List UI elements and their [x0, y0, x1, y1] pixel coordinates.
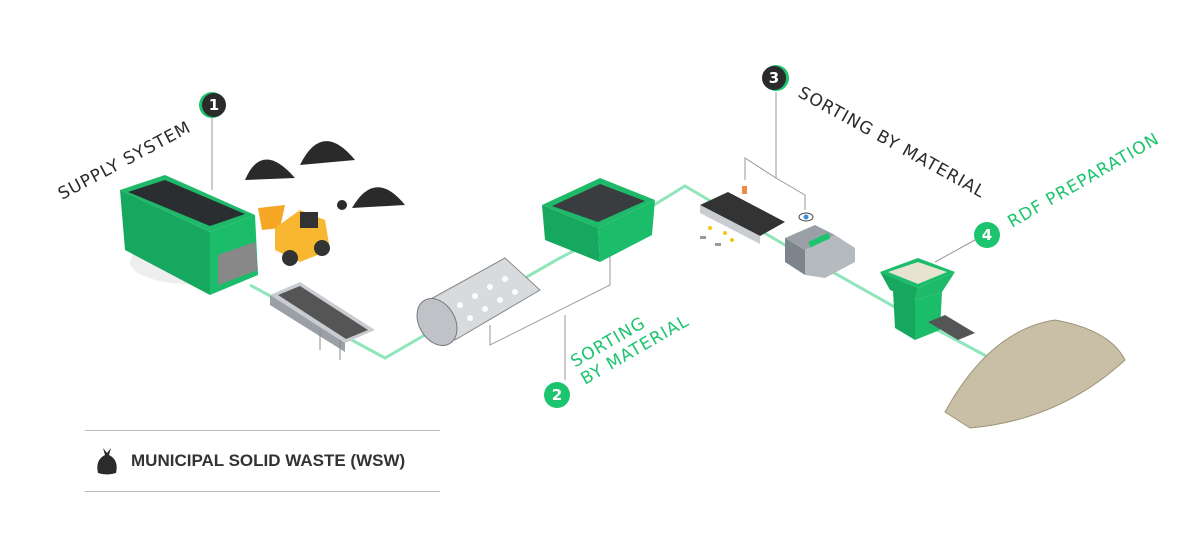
shredder-container — [542, 178, 655, 262]
rdf-pile — [944, 319, 1126, 429]
sorting-conveyor — [270, 282, 375, 360]
front-loader — [258, 205, 330, 266]
magnetic-conveyor — [700, 186, 785, 246]
svg-text:3: 3 — [769, 69, 779, 87]
svg-text:2: 2 — [552, 386, 562, 404]
leader-lines — [211, 92, 976, 380]
step-3-badge: 3 — [762, 65, 789, 91]
step-2-badge: 2 — [544, 382, 570, 408]
svg-text:1: 1 — [209, 96, 219, 114]
waste-piles — [245, 141, 405, 210]
svg-text:4: 4 — [982, 226, 992, 244]
rdf-hopper — [880, 258, 975, 340]
legend-label: MUNICIPAL SOLID WASTE (WSW) — [131, 451, 406, 470]
trommel-drum — [416, 257, 541, 346]
garbage-bag-icon — [97, 448, 117, 475]
legend: MUNICIPAL SOLID WASTE (WSW) — [85, 430, 440, 492]
step-2-label: SORTING BY MATERIAL — [568, 311, 693, 389]
step-1-badge: 1 — [199, 92, 226, 118]
step-4-badge: 4 — [974, 222, 1000, 248]
supply-container — [120, 175, 258, 295]
step-3-label: SORTING BY MATERIAL — [795, 83, 989, 203]
step-4-label: RDF PREPARATION — [1005, 129, 1164, 232]
optical-sorter — [785, 212, 855, 278]
